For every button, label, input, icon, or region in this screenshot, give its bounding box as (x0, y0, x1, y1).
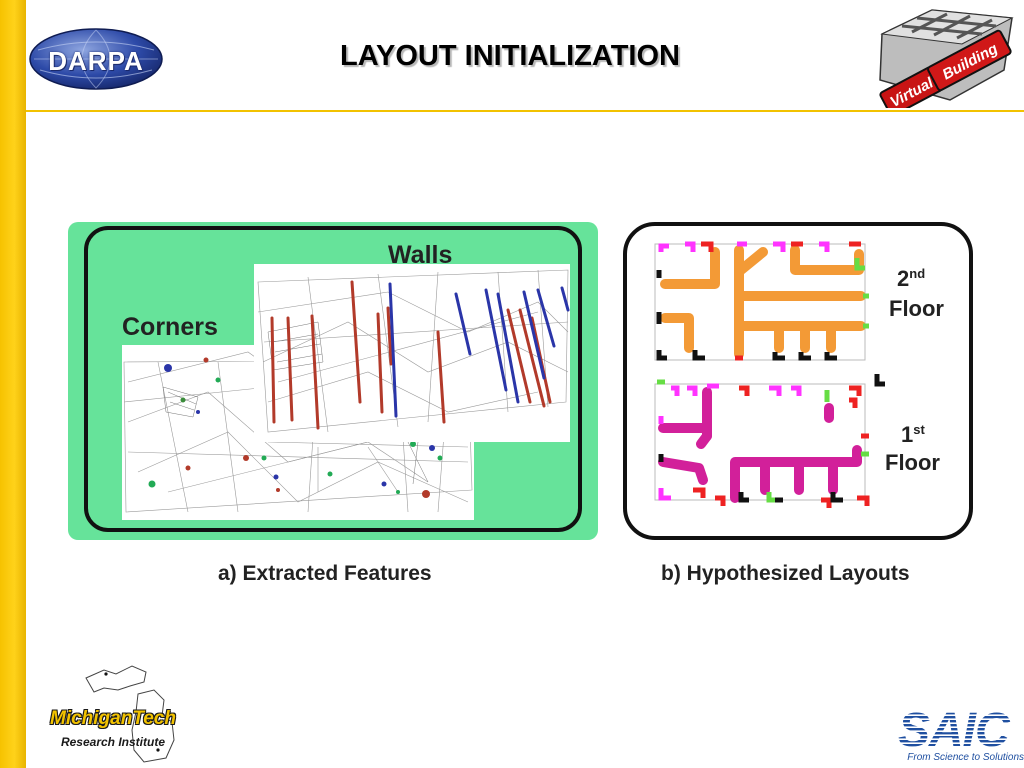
michigan-map-icon (85, 665, 175, 763)
floor-2-corner-markers (656, 241, 869, 361)
floor-2-label: 2nd (897, 266, 925, 291)
walls-point-cloud (254, 264, 570, 442)
walls-label: Walls (388, 241, 452, 269)
floor-1-label: 1st (901, 422, 925, 447)
corners-label: Corners (122, 313, 218, 341)
floor-1-corner-markers (657, 374, 885, 508)
mtri-wordmark: MichiganTech (50, 708, 176, 729)
header-divider (26, 110, 1024, 112)
floor-1-floor-label: Floor (885, 450, 940, 475)
saic-logo: SAIC (898, 704, 1012, 752)
slide-title: LAYOUT INITIALIZATION (340, 40, 680, 72)
caption-extracted-features: a) Extracted Features (218, 562, 432, 585)
darpa-wordmark: DARPA (48, 46, 144, 76)
saic-tagline: From Science to Solutions (907, 752, 1024, 763)
floor-1-layout (654, 374, 885, 508)
corner-feature-points (148, 357, 443, 498)
darpa-logo (29, 28, 163, 90)
svg-text:SAIC: SAIC (898, 704, 1011, 752)
virtual-building-lettering: Virtual Building (879, 29, 1012, 108)
red-wall-segments (270, 280, 552, 430)
left-accent-bar (0, 0, 26, 768)
extracted-features-panel: Walls Corners (68, 222, 598, 540)
hypothesized-layouts-panel: 2nd Floor 1st Floor (623, 222, 973, 540)
virtual-building-logo: Virtual Building (879, 9, 1014, 108)
mtri-subtitle: Research Institute (60, 735, 166, 749)
caption-hypothesized-layouts: b) Hypothesized Layouts (661, 562, 910, 585)
floor-2-floor-label: Floor (889, 296, 944, 321)
floor-2-layout (654, 241, 869, 361)
blue-wall-segments (388, 282, 570, 418)
